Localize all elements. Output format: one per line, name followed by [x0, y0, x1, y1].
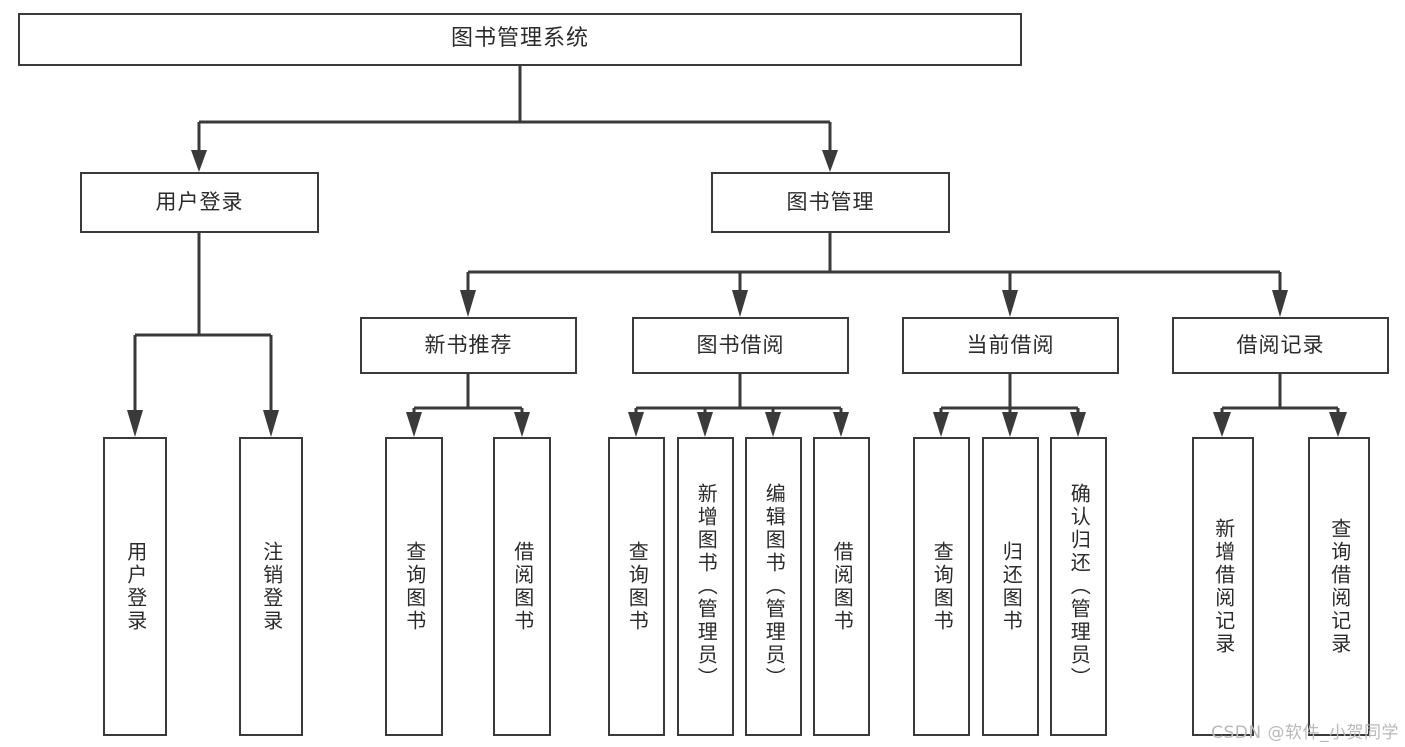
arrowhead-new-book	[460, 290, 476, 317]
node-book-borrow[interactable]: 图书借阅	[632, 317, 849, 374]
leaf-borrowrecord-query-record-label: 查询借阅记录	[1327, 517, 1352, 656]
leaf-bookborrow-query-book-label: 查询图书	[625, 540, 650, 633]
leaf-currentborrow-query-book-label: 查询图书	[930, 540, 955, 633]
leaf-user-login-label: 用户登录	[123, 540, 148, 633]
leaf-currentborrow-return-book[interactable]: 归还图书	[982, 437, 1039, 736]
arrowhead-current-borrow	[1002, 290, 1018, 317]
arrowhead-bookborrow-leaf2	[697, 412, 713, 437]
watermark: CSDN @软件_小贺同学	[1211, 723, 1399, 743]
leaf-currentborrow-confirm-return-label: 确认归还（管理员）	[1067, 483, 1092, 690]
leaf-newbook-query-book-label: 查询图书	[402, 540, 427, 633]
arrowhead-borrowrecord-leaf1	[1213, 412, 1231, 437]
leaf-newbook-borrow-book[interactable]: 借阅图书	[493, 437, 551, 736]
node-book-management[interactable]: 图书管理	[711, 172, 950, 233]
leaf-bookborrow-edit-book[interactable]: 编辑图书（管理员）	[745, 437, 802, 736]
arrowhead-currentborrow-leaf1	[933, 412, 949, 437]
leaf-logout-label: 注销登录	[259, 540, 284, 633]
leaf-borrowrecord-query-record[interactable]: 查询借阅记录	[1308, 437, 1370, 736]
arrowhead-user-login	[191, 150, 207, 172]
node-user-login[interactable]: 用户登录	[80, 172, 319, 233]
leaf-logout[interactable]: 注销登录	[239, 437, 303, 736]
arrowhead-bookborrow-leaf4	[833, 412, 849, 437]
leaf-currentborrow-confirm-return[interactable]: 确认归还（管理员）	[1050, 437, 1107, 736]
leaf-currentborrow-return-book-label: 归还图书	[999, 540, 1024, 633]
leaf-bookborrow-add-book-label: 新增图书（管理员）	[694, 483, 719, 690]
node-borrow-record[interactable]: 借阅记录	[1172, 317, 1389, 374]
arrowhead-currentborrow-leaf3	[1070, 412, 1086, 437]
leaf-bookborrow-borrow-book[interactable]: 借阅图书	[813, 437, 870, 736]
leaf-bookborrow-add-book[interactable]: 新增图书（管理员）	[677, 437, 734, 736]
arrowhead-leaf-logout	[263, 410, 279, 437]
arrowhead-currentborrow-leaf2	[1002, 412, 1018, 437]
node-new-book-recommend[interactable]: 新书推荐	[360, 317, 577, 374]
leaf-newbook-query-book[interactable]: 查询图书	[385, 437, 443, 736]
leaf-borrowrecord-add-record[interactable]: 新增借阅记录	[1192, 437, 1254, 736]
node-root-system[interactable]: 图书管理系统	[18, 13, 1022, 66]
leaf-bookborrow-edit-book-label: 编辑图书（管理员）	[762, 483, 787, 690]
arrowhead-bookborrow-leaf3	[765, 412, 781, 437]
leaf-bookborrow-query-book[interactable]: 查询图书	[608, 437, 665, 736]
leaf-newbook-borrow-book-label: 借阅图书	[510, 540, 535, 633]
arrowhead-bookborrow-leaf1	[628, 412, 644, 437]
arrowhead-book-borrow	[732, 290, 748, 317]
node-current-borrow[interactable]: 当前借阅	[902, 317, 1119, 374]
arrowhead-newbook-leaf1	[406, 412, 422, 437]
leaf-bookborrow-borrow-book-label: 借阅图书	[830, 540, 855, 633]
leaf-currentborrow-query-book[interactable]: 查询图书	[913, 437, 970, 736]
arrowhead-leaf-user-login	[127, 410, 143, 437]
leaf-user-login[interactable]: 用户登录	[103, 437, 167, 736]
arrowhead-newbook-leaf2	[514, 412, 530, 437]
leaf-borrowrecord-add-record-label: 新增借阅记录	[1211, 517, 1236, 656]
arrowhead-borrowrecord-leaf2	[1329, 412, 1347, 437]
arrowhead-borrow-record	[1272, 290, 1288, 317]
arrowhead-book-mgmt	[822, 150, 838, 172]
